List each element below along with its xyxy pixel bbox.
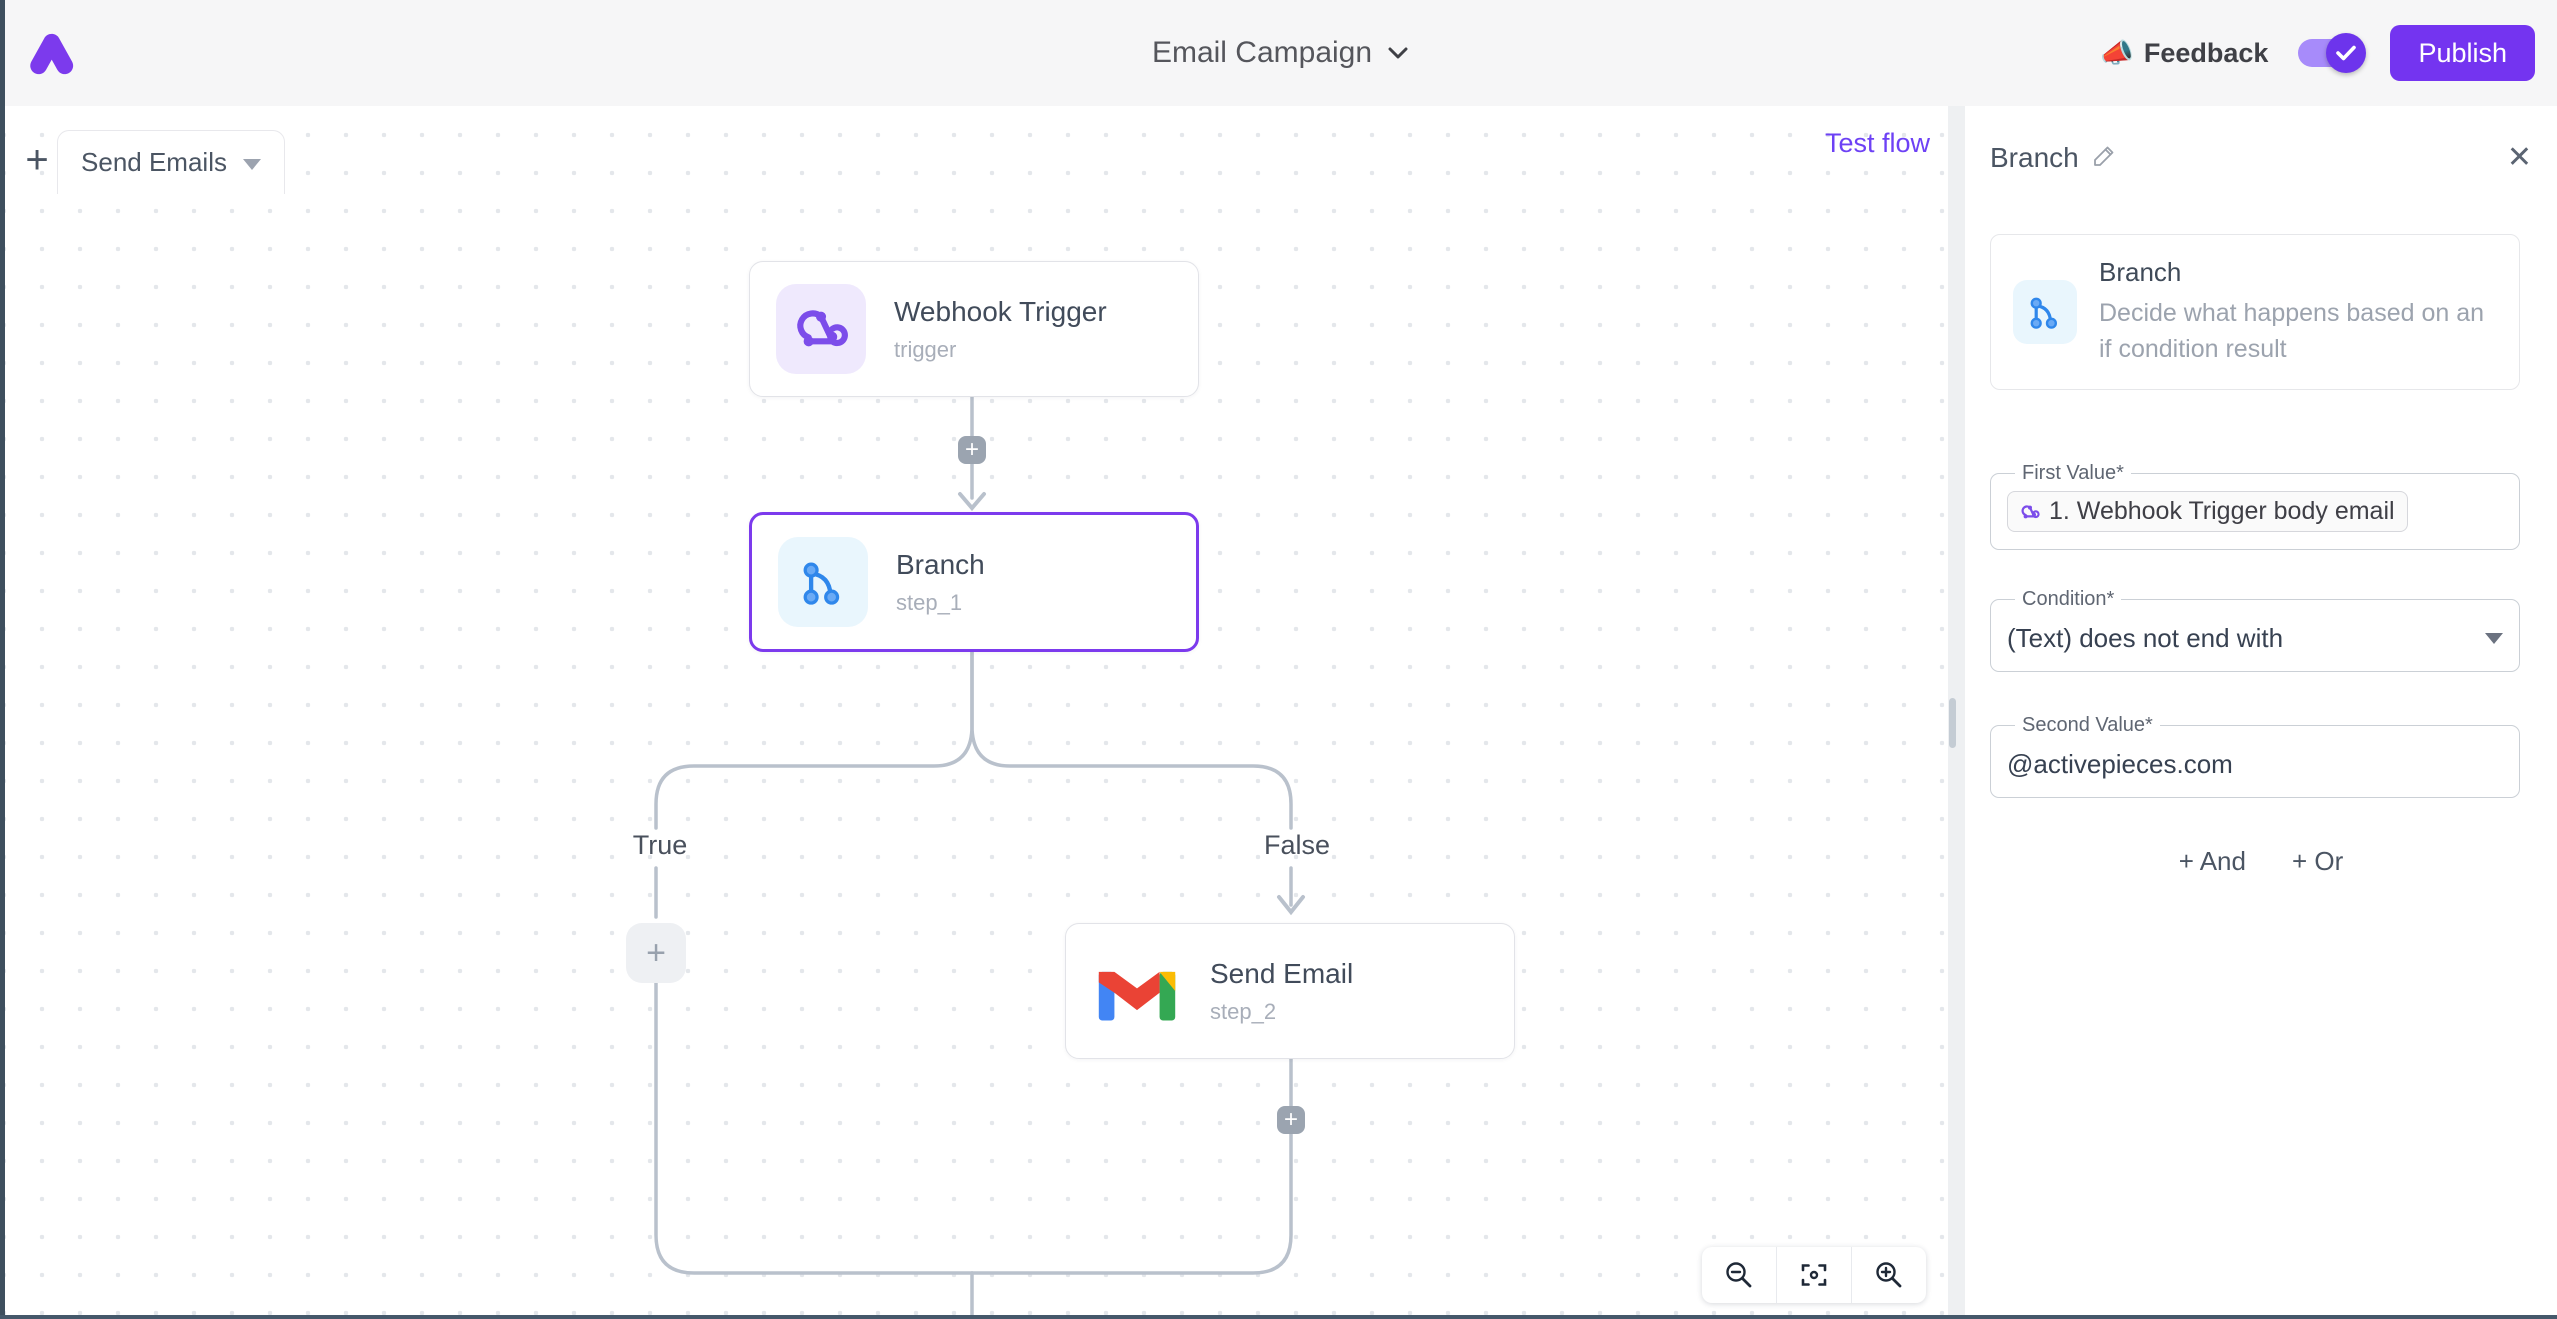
branch-true-label: True [632, 830, 688, 860]
scrollbar-thumb[interactable] [1949, 698, 1956, 748]
zoom-out-button[interactable] [1702, 1247, 1776, 1303]
step-info-description: Decide what happens based on an if condi… [2099, 299, 2485, 363]
megaphone-icon: 📣 [2100, 38, 2134, 68]
node-webhook-trigger[interactable]: Webhook Trigger trigger [749, 261, 1199, 397]
node-title: Branch [896, 548, 985, 580]
window-edge-left [0, 0, 5, 1319]
canvas-zoom-controls [1702, 1247, 1926, 1303]
add-step-false-button[interactable]: + [1277, 1106, 1305, 1134]
step-info-name: Branch [2099, 257, 2182, 287]
second-value-field[interactable]: Second Value* @activepieces.com [1990, 714, 2520, 798]
add-step-button[interactable]: + [958, 436, 986, 464]
add-flow-tab-button[interactable]: + [25, 137, 49, 182]
branch-icon [778, 537, 868, 627]
node-subtitle: step_1 [896, 589, 963, 615]
pencil-icon [2093, 146, 2114, 166]
flow-title-menu[interactable]: Email Campaign [5, 0, 2557, 106]
node-subtitle: trigger [894, 336, 957, 362]
add-and-button[interactable]: + And [2178, 846, 2246, 876]
first-value-token-text: 1. Webhook Trigger body email [2049, 497, 2395, 525]
node-title: Webhook Trigger [894, 295, 1107, 327]
step-settings-panel: Branch ✕ [1965, 106, 2557, 1319]
second-value-input[interactable]: @activepieces.com [2007, 749, 2233, 779]
window-edge-bottom [0, 1315, 2557, 1319]
fit-view-icon [1801, 1264, 1827, 1286]
node-send-email[interactable]: Send Email step_2 [1065, 923, 1515, 1059]
flow-tab[interactable]: Send Emails [57, 130, 285, 194]
node-branch[interactable]: Branch step_1 [749, 512, 1199, 652]
add-step-true-button[interactable]: + [626, 923, 686, 983]
flow-tab-label: Send Emails [81, 147, 227, 177]
panel-divider [1948, 106, 1965, 1319]
close-panel-button[interactable]: ✕ [2506, 141, 2532, 174]
feedback-button[interactable]: 📣 Feedback [2100, 37, 2268, 69]
condition-select[interactable]: Condition* (Text) does not end with [1990, 588, 2520, 672]
add-or-button[interactable]: + Or [2291, 846, 2344, 876]
zoom-in-button[interactable] [1851, 1247, 1926, 1303]
second-value-label: Second Value* [2022, 714, 2153, 736]
flow-canvas[interactable]: + Send Emails Test flow [5, 106, 1948, 1319]
webhook-icon [776, 284, 866, 374]
condition-value: (Text) does not end with [2007, 623, 2284, 653]
condition-group-actions: + And + Or [1965, 846, 2557, 877]
branch-false-label: False [1263, 830, 1331, 860]
chevron-down-icon [1388, 47, 1408, 59]
gmail-icon [1092, 946, 1182, 1036]
panel-header: Branch ✕ [1990, 142, 2532, 174]
first-value-token[interactable]: 1. Webhook Trigger body email [2007, 491, 2408, 532]
app-header: Email Campaign 📣 Feedback Publish [5, 0, 2557, 106]
publish-toggle[interactable] [2298, 33, 2367, 73]
flow-tab-caret-icon [242, 159, 261, 170]
test-flow-button[interactable]: Test flow [1824, 128, 1930, 158]
node-subtitle: step_2 [1210, 998, 1277, 1024]
panel-title: Branch [1990, 142, 2079, 173]
webhook-icon [2021, 504, 2040, 518]
caret-down-icon [2485, 633, 2503, 644]
feedback-label: Feedback [2143, 37, 2269, 68]
publish-button[interactable]: Publish [2390, 25, 2535, 81]
toggle-knob-check-icon [2326, 33, 2367, 73]
step-info-card: Branch Decide what happens based on an i… [1990, 234, 2520, 390]
fit-view-button[interactable] [1776, 1247, 1851, 1303]
activepieces-logo-icon [27, 28, 79, 80]
zoom-out-icon [1726, 1262, 1752, 1288]
node-title: Send Email [1210, 957, 1354, 989]
flow-title: Email Campaign [1151, 36, 1373, 69]
first-value-field[interactable]: First Value* 1. Webhook Trigger body ema… [1990, 462, 2520, 550]
header-actions: 📣 Feedback Publish [2100, 0, 2535, 106]
zoom-in-icon [1876, 1262, 1902, 1288]
flow-connectors [654, 395, 1305, 1319]
first-value-label: First Value* [2022, 462, 2124, 484]
rename-step-button[interactable] [2091, 143, 2117, 174]
condition-label: Condition* [2022, 588, 2115, 610]
branch-icon [2013, 280, 2077, 344]
